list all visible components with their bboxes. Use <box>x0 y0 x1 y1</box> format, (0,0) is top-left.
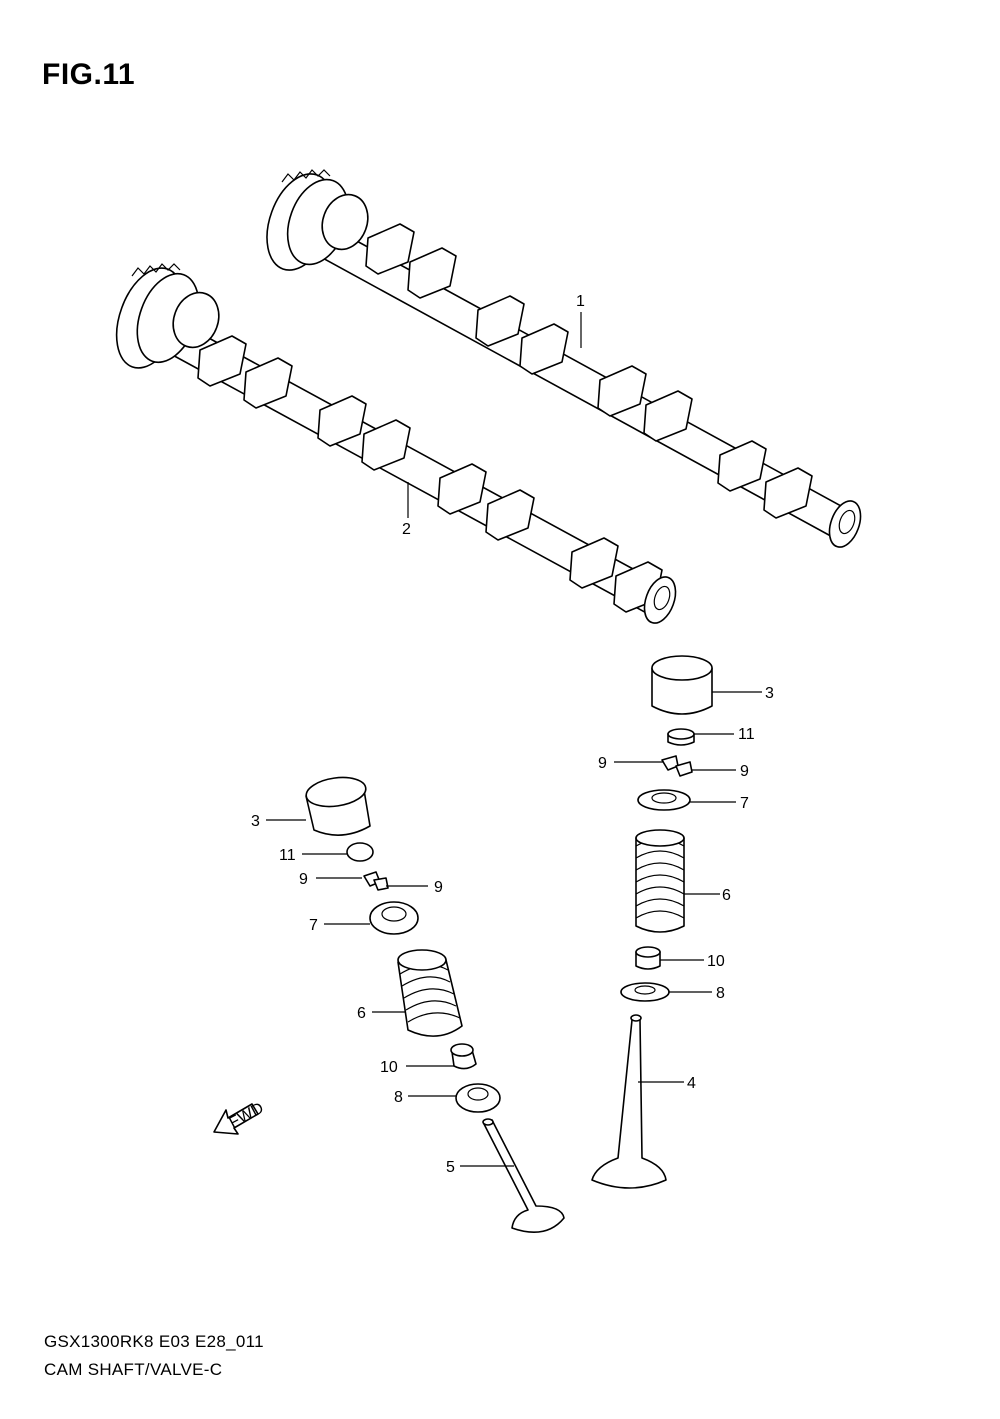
callout-8-right: 8 <box>716 985 725 1002</box>
callout-10-right: 10 <box>707 953 725 970</box>
callout-11-right: 11 <box>738 726 755 743</box>
callout-labels: 1 2 3 11 9 9 7 6 10 8 4 3 11 9 9 7 6 10 … <box>251 293 774 1176</box>
callout-9-right-a: 9 <box>598 755 607 772</box>
model-code-caption: GSX1300RK8 E03 E28_011 <box>44 1332 264 1351</box>
fwd-label: FWD <box>226 1100 266 1132</box>
callout-9-right-b: 9 <box>740 763 749 780</box>
callout-6-right: 6 <box>722 887 731 904</box>
callout-3-left: 3 <box>251 813 260 830</box>
figure-title: FIG.11 <box>42 58 136 91</box>
callout-7-left: 7 <box>309 917 318 934</box>
callout-8-left: 8 <box>394 1089 403 1106</box>
callout-6-left: 6 <box>357 1005 366 1022</box>
callout-9-left-a: 9 <box>299 871 308 888</box>
callout-9-left-b: 9 <box>434 879 443 896</box>
section-name-caption: CAM SHAFT/VALVE-C <box>44 1360 223 1379</box>
camshaft-1 <box>266 169 862 548</box>
callout-2: 2 <box>402 521 411 538</box>
leader-lines <box>266 312 762 1167</box>
callout-3-right: 3 <box>765 685 774 702</box>
valve-stack-left <box>305 776 565 1234</box>
fwd-direction-arrow: FWD <box>213 1100 267 1135</box>
callout-7-right: 7 <box>740 795 749 812</box>
callout-1: 1 <box>576 293 585 310</box>
callout-11-left: 11 <box>279 847 296 864</box>
callout-10-left: 10 <box>380 1059 398 1076</box>
callout-4: 4 <box>687 1075 696 1092</box>
camshaft-2 <box>115 263 677 624</box>
callout-5: 5 <box>446 1159 455 1176</box>
valve-stack-right <box>591 655 713 1189</box>
